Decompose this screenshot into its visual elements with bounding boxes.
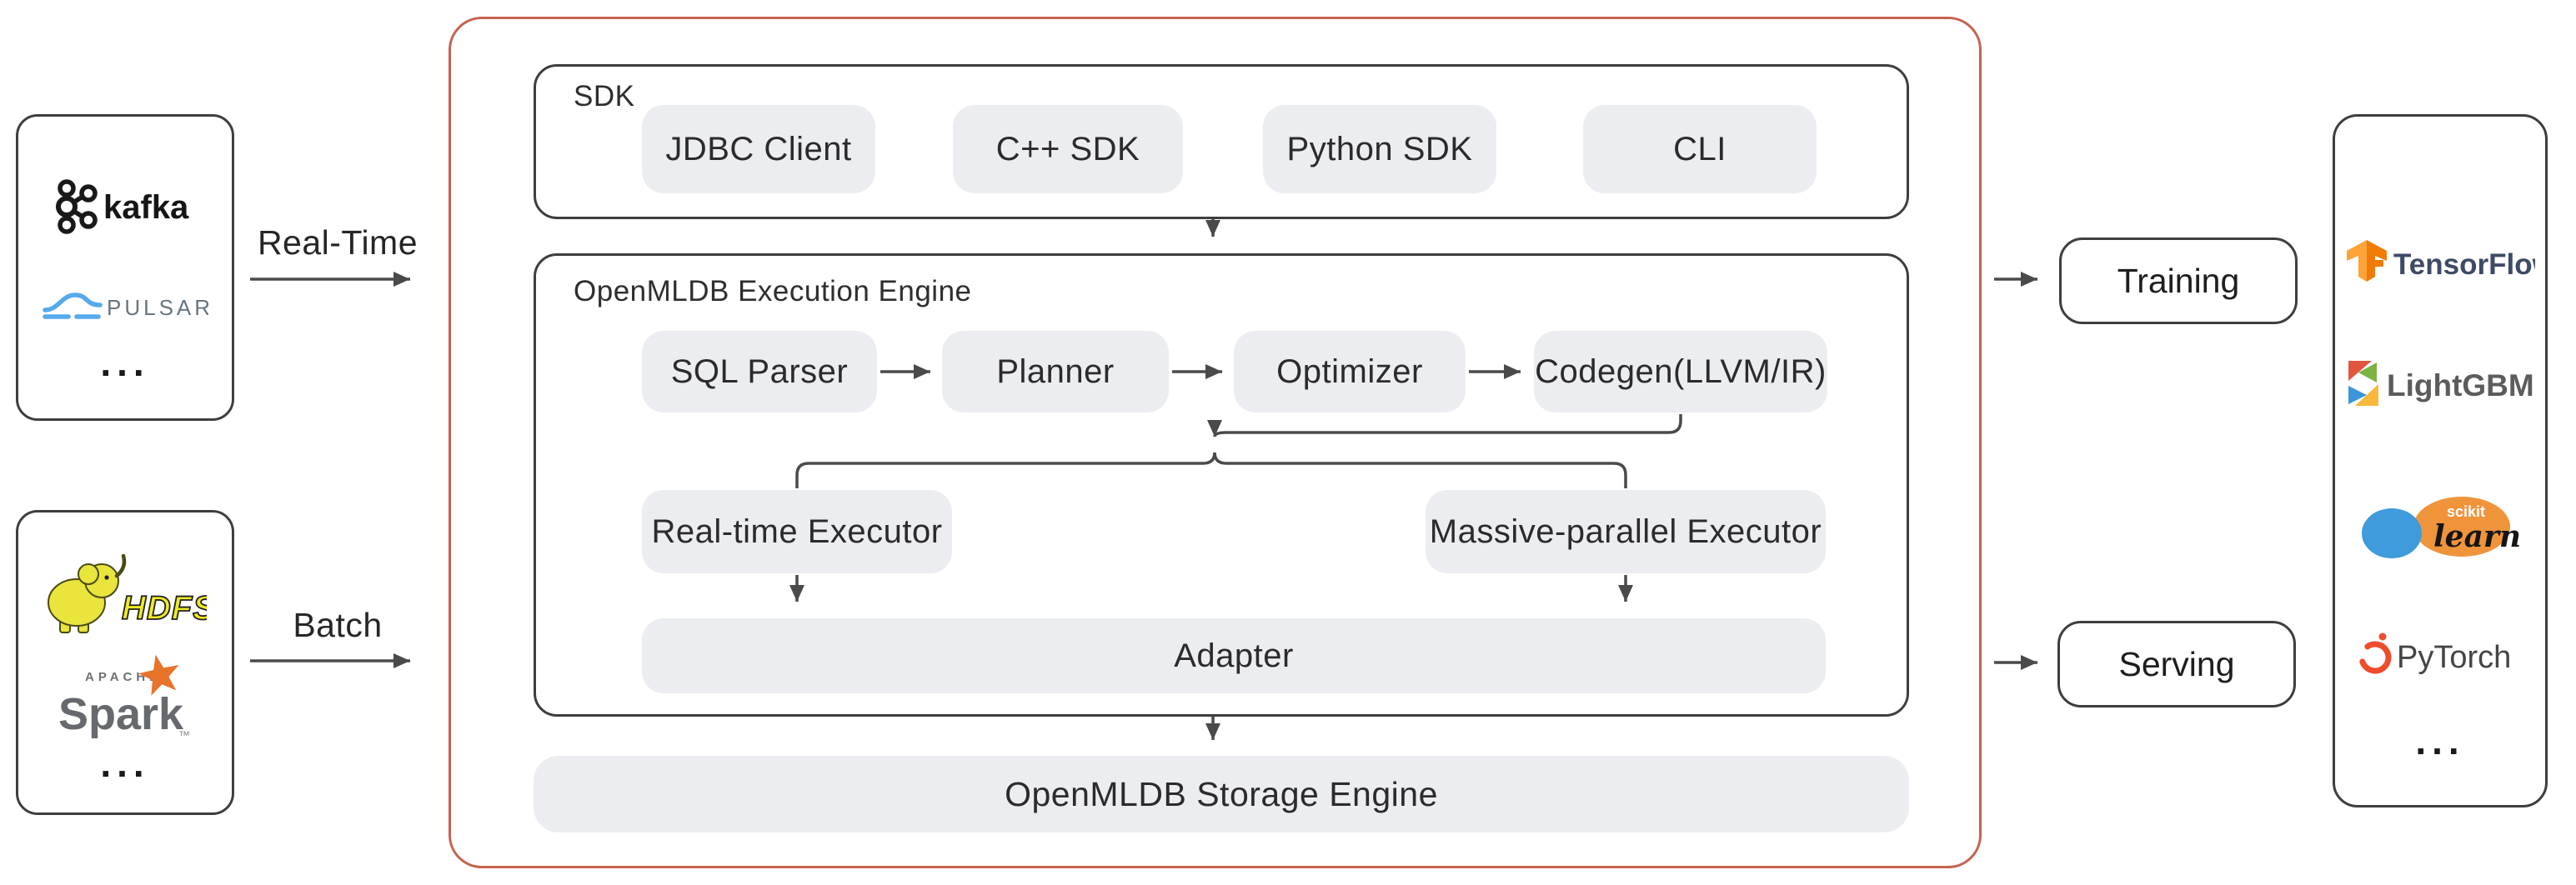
training-pill: Training	[2059, 238, 2298, 324]
tensorflow-wordmark: TensorFlow	[2393, 248, 2535, 281]
pipeline-codegen: Codegen(LLVM/IR)	[1534, 331, 1827, 412]
frameworks-more-ellipsis: ...	[2415, 719, 2465, 762]
pytorch-wordmark: PyTorch	[2397, 640, 2511, 675]
lightgbm-wordmark: LightGBM	[2387, 368, 2534, 402]
scikit-text: scikit	[2447, 503, 2485, 520]
streaming-sources-box: kafka PULSAR ...	[16, 114, 234, 421]
spark-logo: APACHE Spark ™	[58, 654, 190, 742]
ml-frameworks-box: TensorFlow LightGBM scikit learn PyTorch…	[2333, 114, 2548, 808]
pipeline-sql-parser: SQL Parser	[642, 331, 877, 412]
storage-engine-bar: OpenMLDB Storage Engine	[534, 756, 1909, 832]
pulsar-wordmark: PULSAR	[107, 295, 208, 320]
sdk-item-cli: CLI	[1583, 105, 1817, 193]
learn-script-text: learn	[2433, 519, 2521, 554]
scikit-learn-logo: scikit learn	[2362, 497, 2521, 558]
tensorflow-logo: TensorFlow	[2347, 240, 2535, 282]
sdk-item-cpp-sdk: C++ SDK	[953, 105, 1183, 193]
pipeline-optimizer: Optimizer	[1234, 331, 1466, 412]
sdk-item-python-sdk: Python SDK	[1263, 105, 1496, 193]
spark-wordmark: Spark	[58, 689, 184, 739]
hdfs-logo: HDFS	[48, 553, 207, 633]
realtime-flow-label: Real-Time	[257, 223, 418, 262]
pipeline-planner: Planner	[942, 331, 1169, 412]
hdfs-wordmark: HDFS	[122, 590, 207, 627]
batch-more-ellipsis: ...	[100, 742, 150, 785]
batch-sources-box: HDFS APACHE Spark ™ ...	[16, 510, 234, 815]
adapter-chip: Adapter	[642, 618, 1826, 693]
pulsar-logo: PULSAR	[43, 292, 208, 320]
execution-engine-label: OpenMLDB Execution Engine	[574, 275, 972, 308]
kafka-logo: kafka	[56, 179, 189, 234]
sdk-item-jdbc-client: JDBC Client	[642, 105, 875, 193]
spark-tm-mark: ™	[178, 728, 190, 742]
realtime-executor-chip: Real-time Executor	[642, 490, 952, 573]
pytorch-logo: PyTorch	[2358, 632, 2511, 675]
sdk-box-label: SDK	[574, 80, 635, 112]
streaming-more-ellipsis: ...	[100, 341, 150, 384]
openmldb-boundary-frame	[449, 17, 1982, 868]
lightgbm-logo: LightGBM	[2348, 361, 2534, 406]
massive-parallel-executor-chip: Massive-parallel Executor	[1426, 490, 1826, 573]
batch-flow-label: Batch	[293, 606, 383, 644]
serving-pill: Serving	[2057, 621, 2296, 708]
kafka-wordmark: kafka	[103, 189, 189, 226]
